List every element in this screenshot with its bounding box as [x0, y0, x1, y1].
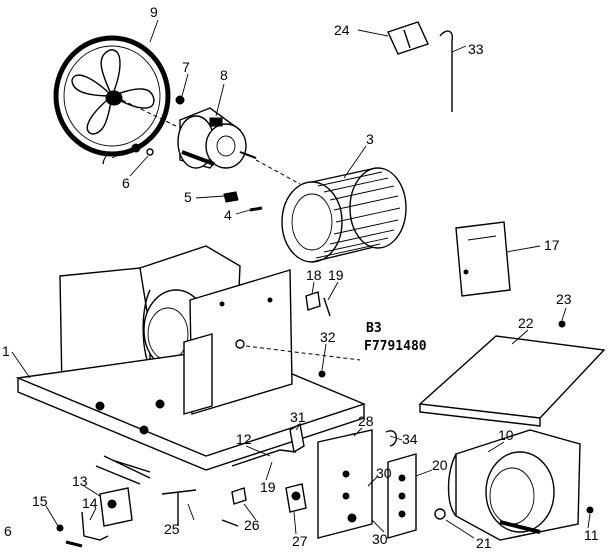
nut-part-32	[318, 370, 326, 378]
callout-14: 14	[82, 495, 98, 511]
washer-part-21	[434, 508, 446, 520]
blower-wheel	[281, 167, 407, 263]
callout-8: 8	[220, 67, 228, 83]
screw-part-23	[558, 320, 566, 328]
callout-11: 11	[584, 527, 599, 543]
screw-part-15	[56, 524, 64, 532]
capacitor-bracket-part-13	[99, 487, 133, 527]
callout-9: 9	[150, 4, 158, 20]
callout-26: 26	[244, 517, 260, 533]
callout-27: 27	[292, 533, 308, 549]
clip-part-34	[385, 430, 397, 447]
screw-part-11	[586, 506, 594, 514]
callout-20: 20	[432, 457, 448, 473]
callout-30b: 30	[372, 531, 388, 547]
shaft-alignment-line	[121, 99, 177, 127]
callout-30a: 30	[376, 465, 392, 481]
callout-5: 5	[184, 189, 192, 205]
callout-10: 10	[498, 427, 514, 443]
callout-12: 12	[236, 431, 252, 447]
callout-19a: 19	[328, 267, 344, 283]
callout-24: 24	[334, 22, 350, 38]
fan-blade-wheel	[53, 35, 171, 157]
callout-17: 17	[544, 237, 560, 253]
terminal-part-26	[231, 487, 247, 505]
scroll-housing-part-10	[447, 429, 581, 541]
motor-axis-line	[255, 159, 301, 185]
model-code: F7791480	[364, 339, 427, 354]
callout-13: 13	[72, 473, 88, 489]
callout-28: 28	[358, 413, 374, 429]
callout-32: 32	[320, 329, 336, 345]
callout-25: 25	[164, 521, 180, 537]
callout-6a: 6	[122, 175, 130, 191]
center-bulkhead	[183, 269, 293, 415]
callout-1: 1	[2, 343, 10, 359]
callout-15: 15	[32, 493, 48, 509]
screw-part-16	[65, 540, 83, 548]
bracket-part-18	[305, 291, 321, 311]
wire-harness	[95, 455, 151, 485]
section-code: B3	[366, 321, 382, 336]
screw-part-19	[323, 297, 331, 317]
callout-33: 33	[468, 41, 484, 57]
leader-lines	[11, 19, 591, 539]
screw-part-5	[223, 191, 239, 203]
top-cover-part-22	[418, 335, 606, 419]
callout-21: 21	[476, 535, 492, 551]
base-guide-line	[245, 345, 361, 361]
callout-4: 4	[224, 207, 232, 223]
side-panel-part-17	[455, 221, 511, 297]
nut-part-7b	[131, 143, 141, 153]
rod-part-25	[161, 489, 197, 526]
strap-part-14	[81, 511, 109, 541]
callout-3: 3	[366, 131, 374, 147]
control-clip-part-24	[387, 21, 429, 55]
callout-19b: 19	[260, 479, 276, 495]
callout-7a: 7	[182, 59, 190, 75]
bolt-part-4	[249, 206, 263, 212]
control-panel-part-30	[317, 429, 373, 539]
callout-31: 31	[290, 409, 306, 425]
wire-part-12	[231, 449, 297, 467]
callout-34: 34	[402, 431, 418, 447]
callout-16: 6	[4, 523, 12, 539]
callout-labels: 9 7 8 7 6 5 4 3 24 33 17 18 19 23 22 32 …	[2, 4, 599, 551]
callout-7b: 7	[100, 151, 108, 167]
callout-18: 18	[306, 267, 322, 283]
thermostat-rod-part-33	[439, 30, 454, 112]
switch-part-31	[289, 422, 305, 454]
callout-23: 23	[556, 291, 572, 307]
fan-motor	[177, 107, 257, 169]
washer-part-6	[146, 148, 154, 156]
callout-22: 22	[518, 315, 534, 331]
clip-part-26-b	[221, 519, 239, 527]
nut-part-7a	[175, 95, 185, 105]
clip-detail	[403, 29, 411, 49]
